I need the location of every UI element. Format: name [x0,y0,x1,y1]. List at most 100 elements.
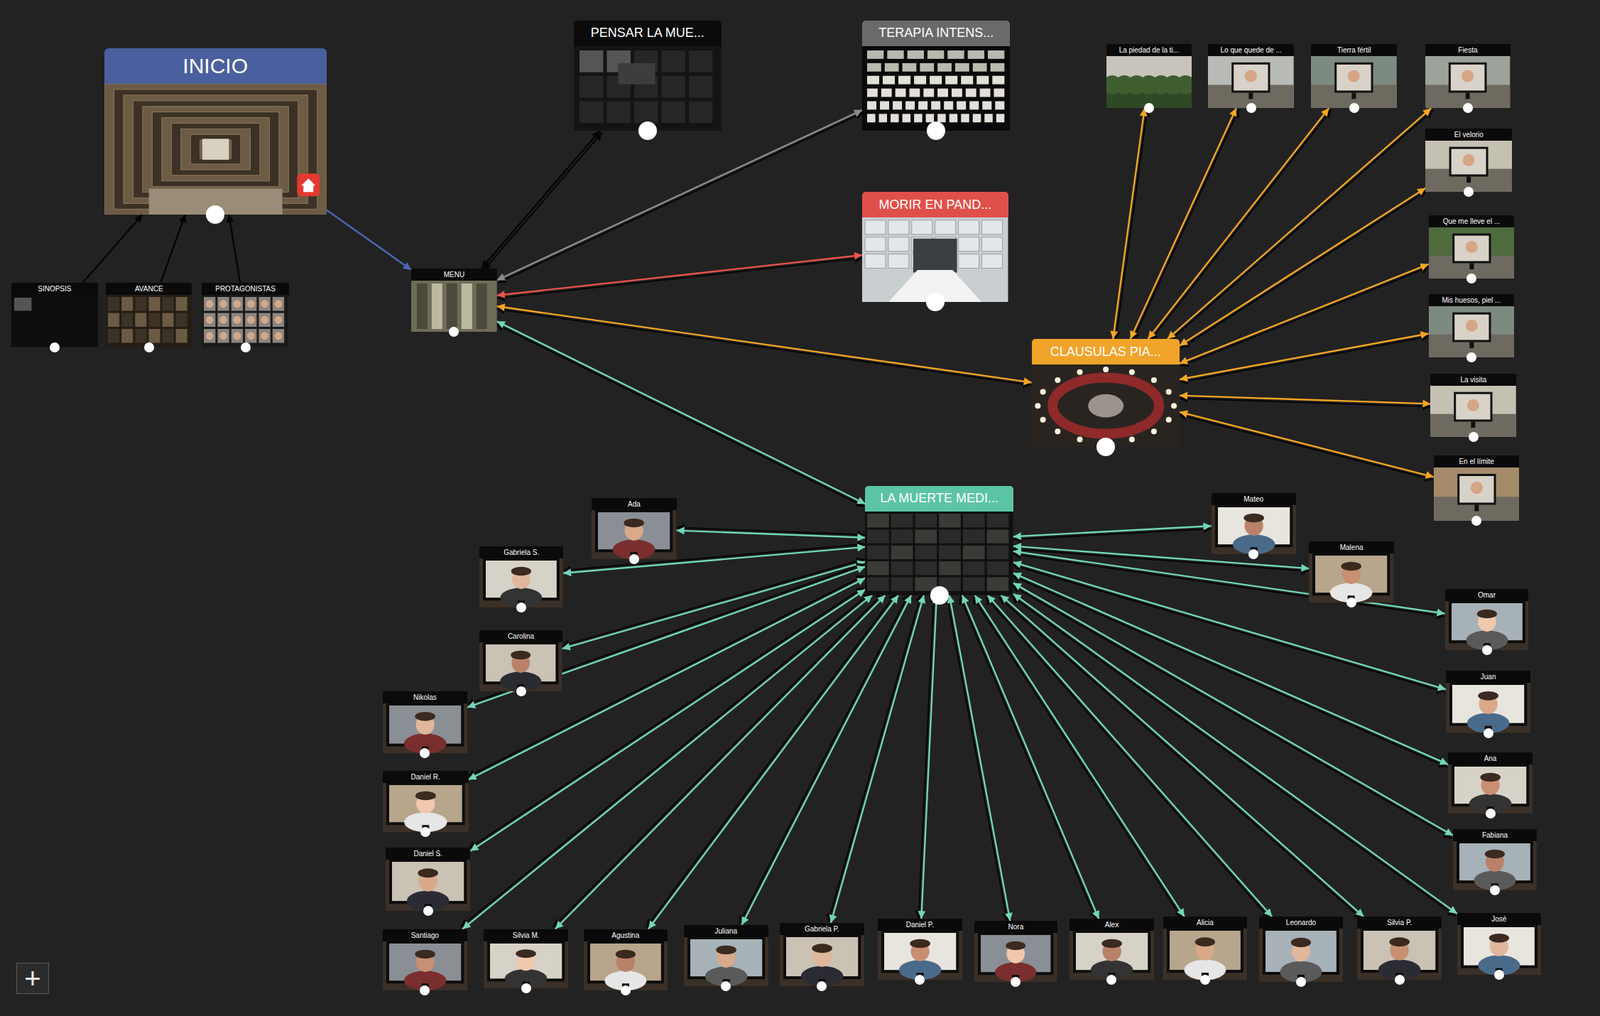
connector-line [1179,188,1426,346]
hair [515,948,537,958]
face [261,331,270,340]
thumbnail [683,936,769,986]
clip-title: MENU [411,268,498,281]
connector-port [1462,102,1473,113]
node-box: Lo que quede de ... [1207,44,1294,109]
image-part [867,576,890,591]
node-box: AVANCE [105,282,192,348]
image-part [231,328,243,344]
thumbnail [1433,467,1520,521]
connector-port [930,585,949,605]
face [220,316,228,324]
connector-line [1130,107,1237,339]
connector-line [1148,107,1330,339]
node-box: Nikolas [382,690,468,754]
image-part [688,50,712,73]
image-part [1249,92,1254,99]
thumbnail [1425,56,1510,109]
image-part [591,509,677,559]
image-part [688,75,712,98]
connector-port [521,982,532,993]
image-part [867,561,890,575]
clip-title: Alex [1069,918,1155,931]
node-box: Carolina [479,629,562,691]
image-part [951,88,963,97]
connector [1179,188,1427,348]
image-part [1454,313,1489,340]
connector-line [497,254,863,296]
thumbnail [779,934,865,986]
image-part [877,930,963,980]
hair [1476,609,1497,618]
node-box: Ada [591,497,677,559]
image-part [1433,467,1520,521]
image-part [683,936,769,986]
connector [828,594,924,923]
image-part [1454,392,1493,422]
hair [811,943,833,953]
image-part [1452,233,1491,264]
image-part [135,296,148,312]
image-part [915,513,938,527]
connector-port [420,826,431,837]
hair [511,649,532,659]
hair [414,948,436,958]
image-part [937,63,952,72]
connector-line [483,132,603,271]
image-part [888,254,910,269]
node-box: Malena [1308,541,1394,603]
thumbnail [105,294,192,348]
image-part [1451,149,1487,175]
connector-line [741,595,912,925]
node-box: Fabiana [1452,828,1537,890]
connector-line [1179,333,1429,380]
clip-title: Daniel S. [385,847,471,860]
image-part [382,782,469,832]
image-part [1357,928,1442,980]
thumbnail [1106,56,1193,109]
image-part [879,100,890,110]
node-box: PROTAGONISTAS [201,282,289,348]
image-part [461,283,473,329]
connector-port [516,602,527,613]
connector [1112,107,1147,339]
connector [82,214,143,283]
image-part [982,100,992,110]
clip-title: En el límite [1433,455,1520,468]
clip-title: Gabriela P. [779,922,865,935]
face [1465,240,1478,253]
thumbnail [1163,928,1248,980]
hair [1341,561,1363,570]
node-box: Alicia [1163,916,1248,980]
candle [1129,436,1135,442]
image-part [11,294,99,348]
image-part [911,220,933,235]
image-part [122,313,134,328]
image-part [1445,600,1529,650]
image-part [982,237,1003,252]
connector-port [720,980,731,991]
image-part [939,529,962,543]
image-part [892,100,902,110]
image-part [931,100,941,110]
node-box: Agustina [583,928,668,990]
image-part [945,75,958,84]
connector [326,209,412,270]
image-part [886,50,904,59]
image-part [898,75,911,84]
face [1470,481,1483,494]
image-part [661,50,685,73]
image-part [1031,364,1180,447]
image-part [583,940,668,990]
image-part [272,328,285,344]
connector-line [466,563,865,705]
image-part [929,75,942,84]
connector-port [638,121,657,140]
connector-port [1485,808,1496,819]
connector-line [495,323,865,507]
thumbnail [1445,682,1531,733]
clip-title: Daniel P. [877,918,963,931]
node-box: CLAUSULAS PIA... [1031,338,1180,447]
image-part [913,75,927,84]
section-header: LA MUERTE MEDI... [864,485,1013,512]
